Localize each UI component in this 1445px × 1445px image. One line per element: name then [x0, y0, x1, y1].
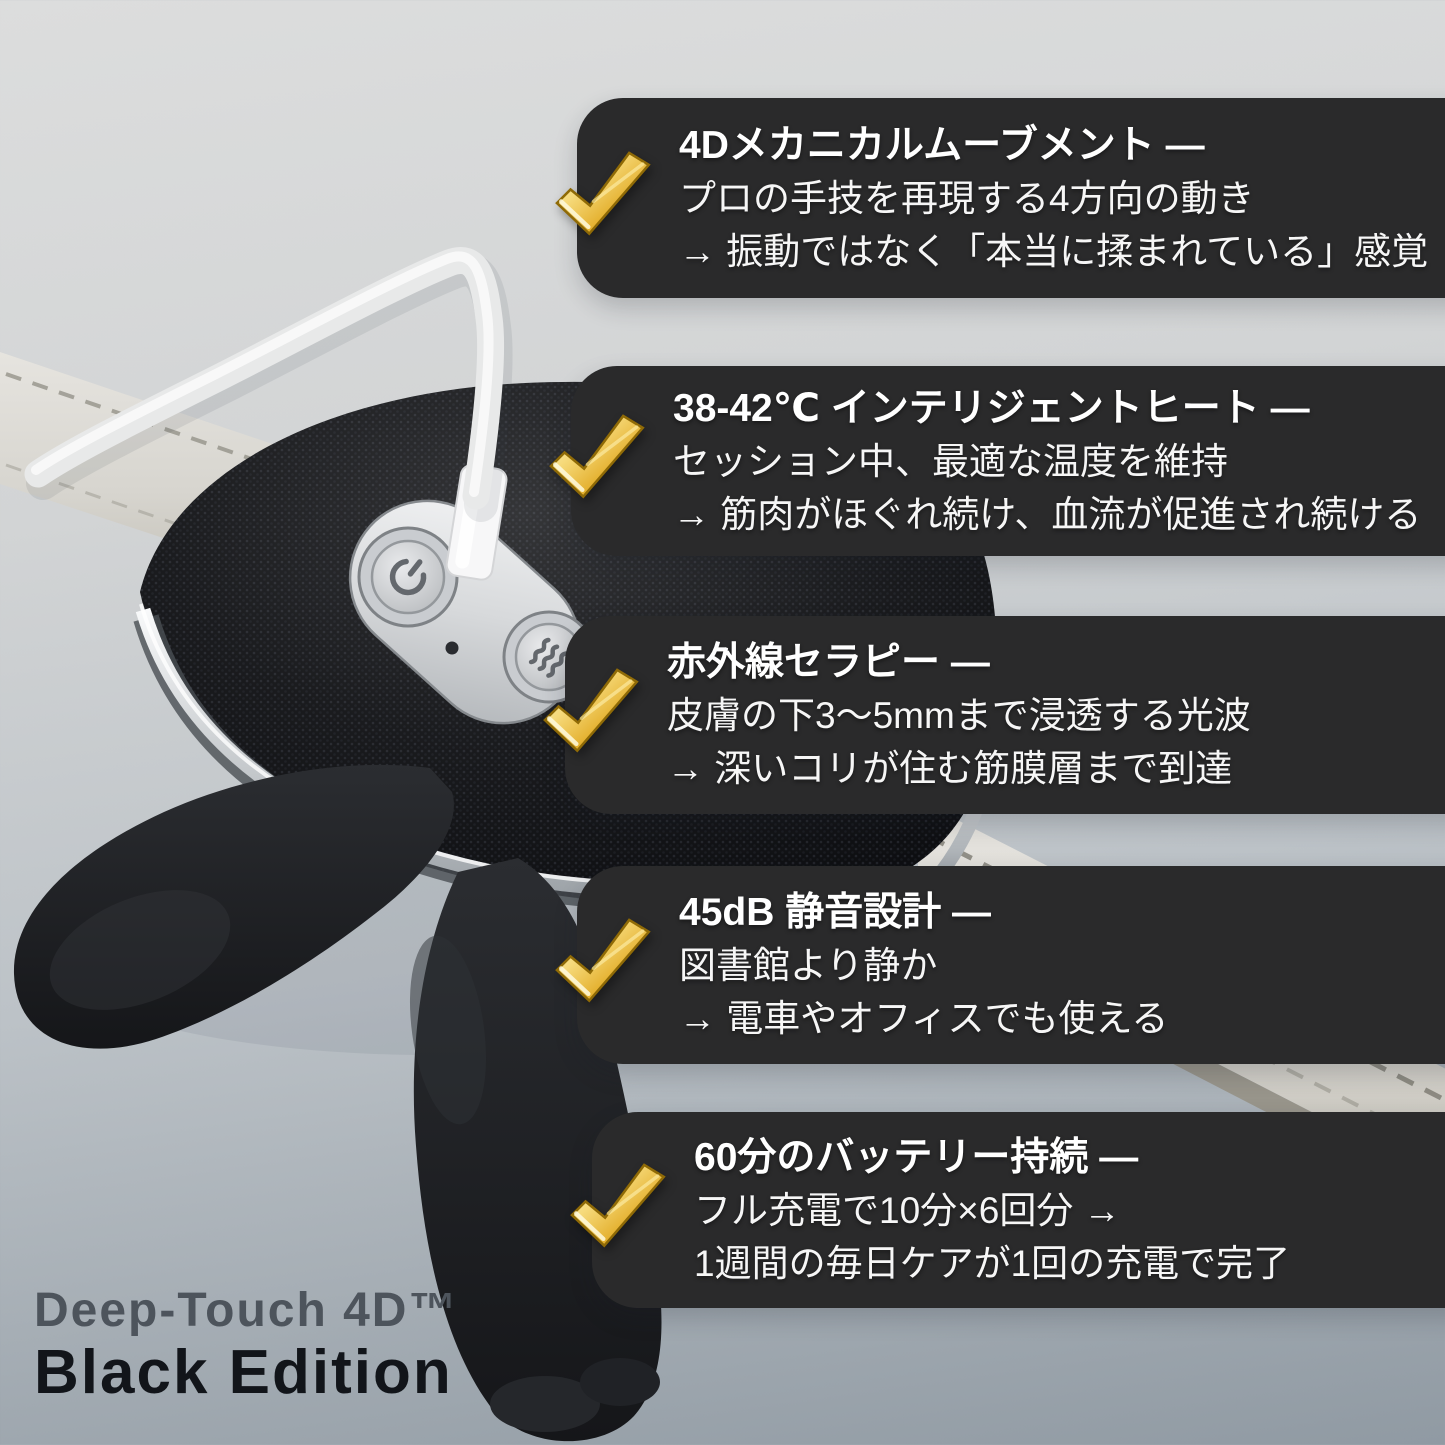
feature-card-movement: 4Dメカニカルムーブメント — プロの手技を再現する4方向の動き → 振動ではな…	[577, 98, 1445, 298]
feature-card-heat: 38-42℃ インテリジェントヒート — セッション中、最適な温度を維持 → 筋…	[571, 366, 1445, 556]
feature-result: → 電車やオフィスでも使える	[679, 997, 1169, 1039]
feature-card-battery: 60分のバッテリー持続 — フル充電で10分×6回分 → 1週間の毎日ケアが1回…	[592, 1112, 1445, 1308]
feature-result: → 深いコリが住む筋膜層まで到達	[667, 747, 1233, 789]
left-arm	[13, 764, 454, 1049]
feature-title: 赤外線セラピー —	[667, 640, 990, 684]
product-name: Deep-Touch 4D™	[34, 1284, 459, 1337]
feature-result: 1週間の毎日ケアが1回の充電で完了	[694, 1242, 1291, 1284]
heat-waves-icon	[528, 637, 568, 678]
feature-desc: プロの手技を再現する4方向の動き	[679, 177, 1255, 219]
power-button	[357, 526, 459, 628]
feature-result: → 筋肉がほぐれ続け、血流が促進され続ける	[673, 493, 1422, 535]
branding: Deep-Touch 4D™ Black Edition	[34, 1283, 458, 1407]
feature-desc: 皮膚の下3〜5mmまで浸透する光波	[667, 694, 1251, 736]
usb-cable	[24, 247, 513, 581]
feature-desc: フル充電で10分×6回分 →	[694, 1189, 1121, 1231]
gold-check-icon	[545, 403, 647, 519]
led-indicator	[445, 641, 459, 655]
control-panel	[348, 499, 596, 725]
edition-name: Black Edition	[34, 1338, 453, 1407]
feature-title: 38-42℃ インテリジェントヒート —	[673, 386, 1310, 430]
feature-title: 60分のバッテリー持続 —	[694, 1135, 1139, 1179]
feature-desc: 図書館より静か	[679, 944, 938, 986]
gold-check-icon	[551, 140, 653, 256]
feature-title: 4Dメカニカルムーブメント —	[679, 123, 1205, 167]
gold-check-icon	[539, 657, 641, 773]
feature-title: 45dB 静音設計 —	[679, 890, 992, 934]
feature-card-quiet: 45dB 静音設計 — 図書館より静か → 電車やオフィスでも使える	[577, 866, 1445, 1064]
gold-check-icon	[551, 907, 653, 1023]
gold-check-icon	[566, 1152, 668, 1268]
massage-arms	[13, 764, 662, 1442]
power-icon	[389, 558, 427, 596]
feature-result: → 振動ではなく「本当に揉まれている」感覚	[679, 230, 1429, 272]
feature-card-infrared: 赤外線セラピー — 皮膚の下3〜5mmまで浸透する光波 → 深いコリが住む筋膜層…	[565, 616, 1445, 814]
feature-desc: セッション中、最適な温度を維持	[673, 440, 1228, 482]
